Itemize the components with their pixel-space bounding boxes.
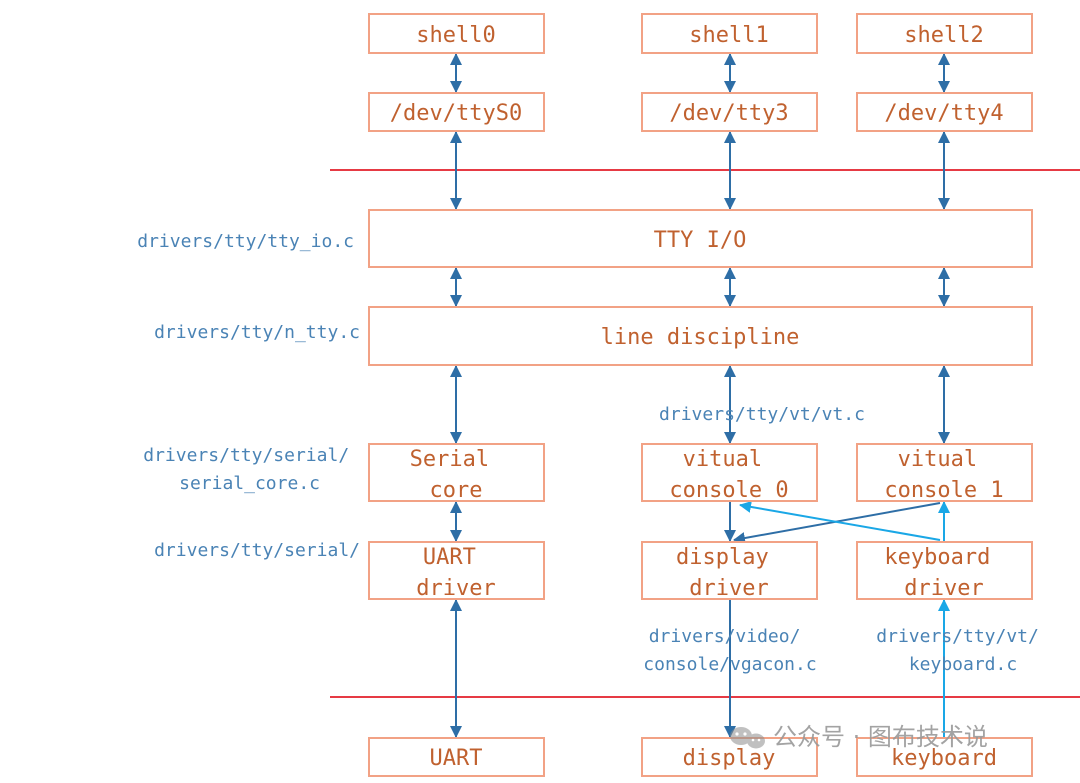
box-label-line-1: vitual — [683, 447, 762, 472]
source-label-line-2: console/vgacon.c — [643, 654, 816, 675]
box-dev-ttys0: /dev/ttyS0 — [368, 92, 545, 132]
box-shell1: shell1 — [641, 13, 818, 54]
source-label-n-tty: drivers/tty/n_tty.c — [154, 322, 360, 343]
source-label-line: drivers/tty/tty_io.c — [137, 231, 354, 252]
arrow-keyboarddriver-vc0 — [739, 500, 941, 541]
box-shell2: shell2 — [856, 13, 1033, 54]
svg-text:/dev/tty4: /dev/tty4 — [884, 101, 1003, 126]
box-display: display — [641, 737, 818, 777]
source-label-line-1: drivers/video/ — [649, 626, 801, 647]
box-label: TTY I/O — [654, 228, 747, 253]
arrows — [450, 53, 950, 738]
svg-text:line discipline: line discipline — [601, 325, 800, 350]
svg-text:Serial core: Serial core — [410, 447, 503, 503]
svg-text:shell2: shell2 — [904, 23, 983, 48]
source-label-line: drivers/tty/n_tty.c — [154, 322, 360, 343]
source-label-line: drivers/tty/vt/vt.c — [659, 404, 865, 425]
box-label: shell1 — [689, 23, 768, 48]
box-keyboard-driver: keyboard driver — [856, 541, 1033, 601]
box-line-discipline: line discipline — [368, 306, 1033, 366]
box-serial-core: Serial core — [368, 443, 545, 503]
svg-text:/dev/tty3: /dev/tty3 — [669, 101, 788, 126]
svg-text:TTY I/O: TTY I/O — [654, 228, 747, 253]
box-label-line-2: driver — [904, 576, 983, 601]
box-shell0: shell0 — [368, 13, 545, 54]
box-label: shell2 — [904, 23, 983, 48]
svg-text:UART driver: UART driver — [416, 545, 495, 601]
box-label: UART — [430, 746, 483, 771]
box-label-line-2: console 1 — [884, 478, 1003, 503]
box-label: shell0 — [416, 23, 495, 48]
source-label-vt: drivers/tty/vt/vt.c — [659, 404, 865, 425]
svg-text:公众号 · 图布技术说: 公众号 · 图布技术说 — [773, 723, 988, 751]
svg-text:UART: UART — [430, 746, 483, 771]
svg-text:display driver: display driver — [676, 545, 782, 601]
source-label-serial-driver: drivers/tty/serial/ — [154, 540, 360, 561]
box-virtual-console-0: vitual console 0 — [641, 443, 818, 503]
svg-text:display: display — [683, 746, 776, 771]
source-label-tty-io: drivers/tty/tty_io.c — [137, 231, 354, 252]
box-label-line-1: Serial — [410, 447, 489, 472]
box-label: /dev/ttyS0 — [390, 101, 522, 126]
box-label: line discipline — [601, 325, 800, 350]
svg-text:keyboard: keyboard — [891, 746, 997, 771]
wechat-icon — [730, 727, 765, 749]
box-dev-tty4: /dev/tty4 — [856, 92, 1033, 132]
box-uart-driver: UART driver — [368, 541, 545, 601]
box-virtual-console-1: vitual console 1 — [856, 443, 1033, 503]
svg-text:vitual console 1: vitual console 1 — [884, 447, 1003, 503]
source-label-vgacon: drivers/video/ console/vgacon.c — [643, 626, 816, 675]
box-label-line-1: vitual — [898, 447, 977, 472]
source-label-keyboard: drivers/tty/vt/ keyboard.c — [876, 626, 1049, 675]
box-label-line-1: keyboard — [884, 545, 990, 570]
svg-text:keyboard driver: keyboard driver — [884, 545, 1003, 601]
source-label-line-2: serial_core.c — [179, 473, 320, 494]
box-label: /dev/tty3 — [669, 101, 788, 126]
box-dev-tty3: /dev/tty3 — [641, 92, 818, 132]
box-label-line-2: driver — [416, 576, 495, 601]
watermark: 公众号 · 图布技术说 — [730, 723, 988, 751]
source-label-line-1: drivers/tty/serial/ — [143, 445, 349, 466]
box-label: /dev/tty4 — [884, 101, 1003, 126]
svg-text:shell0: shell0 — [416, 23, 495, 48]
box-label-line-1: display — [676, 545, 769, 570]
box-display-driver: display driver — [641, 541, 818, 601]
source-label-line-1: drivers/tty/vt/ — [876, 626, 1039, 647]
svg-text:vitual console 0: vitual console 0 — [669, 447, 788, 503]
watermark-text: 公众号 · 图布技术说 — [773, 723, 988, 751]
box-label: display — [683, 746, 776, 771]
svg-text:shell1: shell1 — [689, 23, 768, 48]
source-label-line-2: keyboard.c — [909, 654, 1017, 675]
box-label-line-2: core — [430, 478, 483, 503]
source-label-serial-core: drivers/tty/serial/ serial_core.c — [143, 445, 360, 494]
box-tty-io: TTY I/O — [368, 209, 1033, 268]
box-label-line-2: console 0 — [669, 478, 788, 503]
box-label-line-2: driver — [689, 576, 768, 601]
svg-text:/dev/ttyS0: /dev/ttyS0 — [390, 101, 522, 126]
box-keyboard: keyboard — [856, 737, 1033, 777]
box-label: keyboard — [891, 746, 997, 771]
box-label-line-1: UART — [423, 545, 476, 570]
box-uart: UART — [368, 737, 545, 777]
source-label-line: drivers/tty/serial/ — [154, 540, 360, 561]
